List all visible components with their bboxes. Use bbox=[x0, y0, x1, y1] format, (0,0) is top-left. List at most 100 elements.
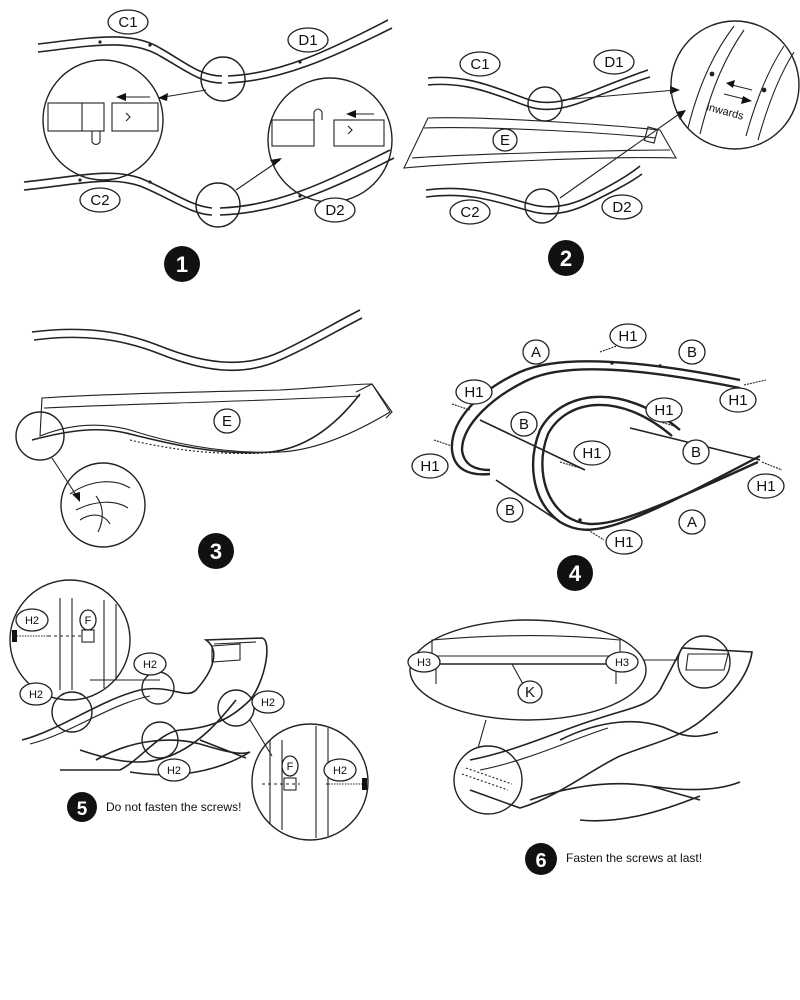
instruction-note: Fasten the screws at last! bbox=[566, 851, 702, 865]
label-b-4 bbox=[496, 497, 524, 523]
svg-text:B: B bbox=[687, 344, 697, 361]
svg-text:H2: H2 bbox=[333, 765, 347, 777]
svg-text:H1: H1 bbox=[582, 445, 601, 462]
label-h1-8 bbox=[605, 529, 643, 555]
label-d1 bbox=[593, 49, 635, 75]
panel-3: E 3 bbox=[15, 309, 393, 569]
svg-text:H2: H2 bbox=[261, 697, 275, 709]
svg-text:H1: H1 bbox=[464, 384, 483, 401]
svg-text:E: E bbox=[500, 132, 510, 149]
svg-text:C1: C1 bbox=[470, 56, 489, 73]
label-b-2 bbox=[510, 411, 538, 437]
joint-callout-ring bbox=[200, 56, 246, 102]
step-badge-3 bbox=[198, 533, 234, 569]
frame-tube-lower bbox=[31, 393, 361, 454]
svg-text:H2: H2 bbox=[167, 765, 181, 777]
label-e bbox=[213, 408, 241, 434]
label-h1-2 bbox=[719, 387, 757, 413]
label-h2 bbox=[15, 608, 49, 632]
headrest-callout-ring bbox=[677, 635, 731, 689]
crossbar-b-1 bbox=[479, 419, 586, 471]
label-h2-2 bbox=[133, 652, 167, 676]
svg-text:2: 2 bbox=[560, 246, 572, 271]
label-f-2 bbox=[281, 755, 299, 777]
bolt-h1 bbox=[761, 461, 783, 471]
svg-text:B: B bbox=[691, 444, 701, 461]
label-k bbox=[517, 680, 543, 704]
panel-6: H3 H3 K 6 Fasten the screws at last! bbox=[407, 619, 753, 875]
zoom-circle-detail bbox=[60, 462, 146, 548]
svg-text:3: 3 bbox=[210, 539, 222, 564]
label-h1-5 bbox=[573, 440, 611, 466]
label-h2-3 bbox=[19, 682, 53, 706]
svg-text:A: A bbox=[687, 514, 697, 531]
zoom-circle-seat-end bbox=[453, 745, 523, 815]
zoom-circle-inwards bbox=[670, 20, 800, 150]
step-badge-6 bbox=[525, 843, 557, 875]
svg-text:C2: C2 bbox=[90, 192, 109, 209]
frame-tube-upper bbox=[31, 309, 361, 364]
svg-text:D2: D2 bbox=[612, 199, 631, 216]
label-a bbox=[522, 339, 550, 365]
bolt-h1 bbox=[743, 379, 767, 386]
bolt-h1 bbox=[559, 461, 581, 469]
rocker-base bbox=[95, 739, 251, 761]
svg-text:B: B bbox=[519, 416, 529, 433]
panel-4: A A B B B B H1 H1 H1 H1 H1 H1 H1 H1 4 bbox=[411, 323, 785, 591]
tube-c2 bbox=[425, 165, 641, 208]
zoom-circle-left bbox=[42, 59, 164, 181]
label-h2-4 bbox=[251, 690, 285, 714]
sling-fabric bbox=[39, 383, 391, 453]
chair-frame bbox=[469, 647, 753, 809]
zoom-circle-crossbar bbox=[409, 619, 647, 721]
joint-callout-ring-2 bbox=[195, 182, 241, 228]
svg-text:H1: H1 bbox=[654, 402, 673, 419]
bolt-h1 bbox=[587, 529, 605, 541]
detail-callout-ring bbox=[15, 411, 65, 461]
label-d2 bbox=[314, 197, 356, 223]
sling-fabric bbox=[403, 117, 677, 169]
label-h1-6 bbox=[411, 453, 449, 479]
label-c1 bbox=[107, 9, 149, 35]
rocker-base bbox=[529, 781, 741, 801]
svg-text:H1: H1 bbox=[756, 478, 775, 495]
tube-c1 bbox=[37, 36, 223, 77]
chair-frame bbox=[21, 637, 268, 771]
label-a-2 bbox=[678, 509, 706, 535]
headrest bbox=[685, 653, 729, 671]
label-d2 bbox=[601, 194, 643, 220]
svg-text:A: A bbox=[531, 344, 541, 361]
label-h1-7 bbox=[747, 473, 785, 499]
zoom-circle-f-h2 bbox=[251, 723, 369, 841]
svg-text:K: K bbox=[525, 684, 535, 701]
label-e bbox=[492, 128, 518, 152]
zoom-circle-h2-f bbox=[9, 579, 131, 701]
bolt-callout-ring-4 bbox=[141, 721, 179, 759]
svg-text:H3: H3 bbox=[615, 657, 629, 669]
tube-d1-inner bbox=[227, 27, 393, 84]
tube-c1-inner bbox=[37, 44, 223, 84]
tube-c2 bbox=[23, 172, 213, 209]
svg-text:E: E bbox=[222, 413, 232, 430]
headrest bbox=[211, 643, 241, 663]
crossbar-b-3 bbox=[495, 479, 561, 523]
svg-text:F: F bbox=[287, 761, 294, 773]
bolt-h1 bbox=[433, 439, 453, 447]
tube-d2-inner bbox=[219, 157, 395, 216]
svg-text:H1: H1 bbox=[614, 534, 633, 551]
bolt-callout-ring bbox=[51, 691, 93, 733]
svg-text:C2: C2 bbox=[460, 204, 479, 221]
label-b-3 bbox=[682, 439, 710, 465]
svg-text:H2: H2 bbox=[143, 659, 157, 671]
svg-text:D1: D1 bbox=[604, 54, 623, 71]
label-h3-2 bbox=[605, 651, 639, 673]
label-h1-4 bbox=[645, 397, 683, 423]
svg-text:1: 1 bbox=[176, 252, 188, 277]
panel-2: C1 D1 E C2 D2 inwards 2 bbox=[403, 20, 800, 276]
svg-text:5: 5 bbox=[77, 799, 88, 820]
label-h3 bbox=[407, 651, 441, 673]
svg-text:H1: H1 bbox=[420, 458, 439, 475]
label-c2 bbox=[449, 199, 491, 225]
rocker-frame-a bbox=[450, 360, 741, 476]
